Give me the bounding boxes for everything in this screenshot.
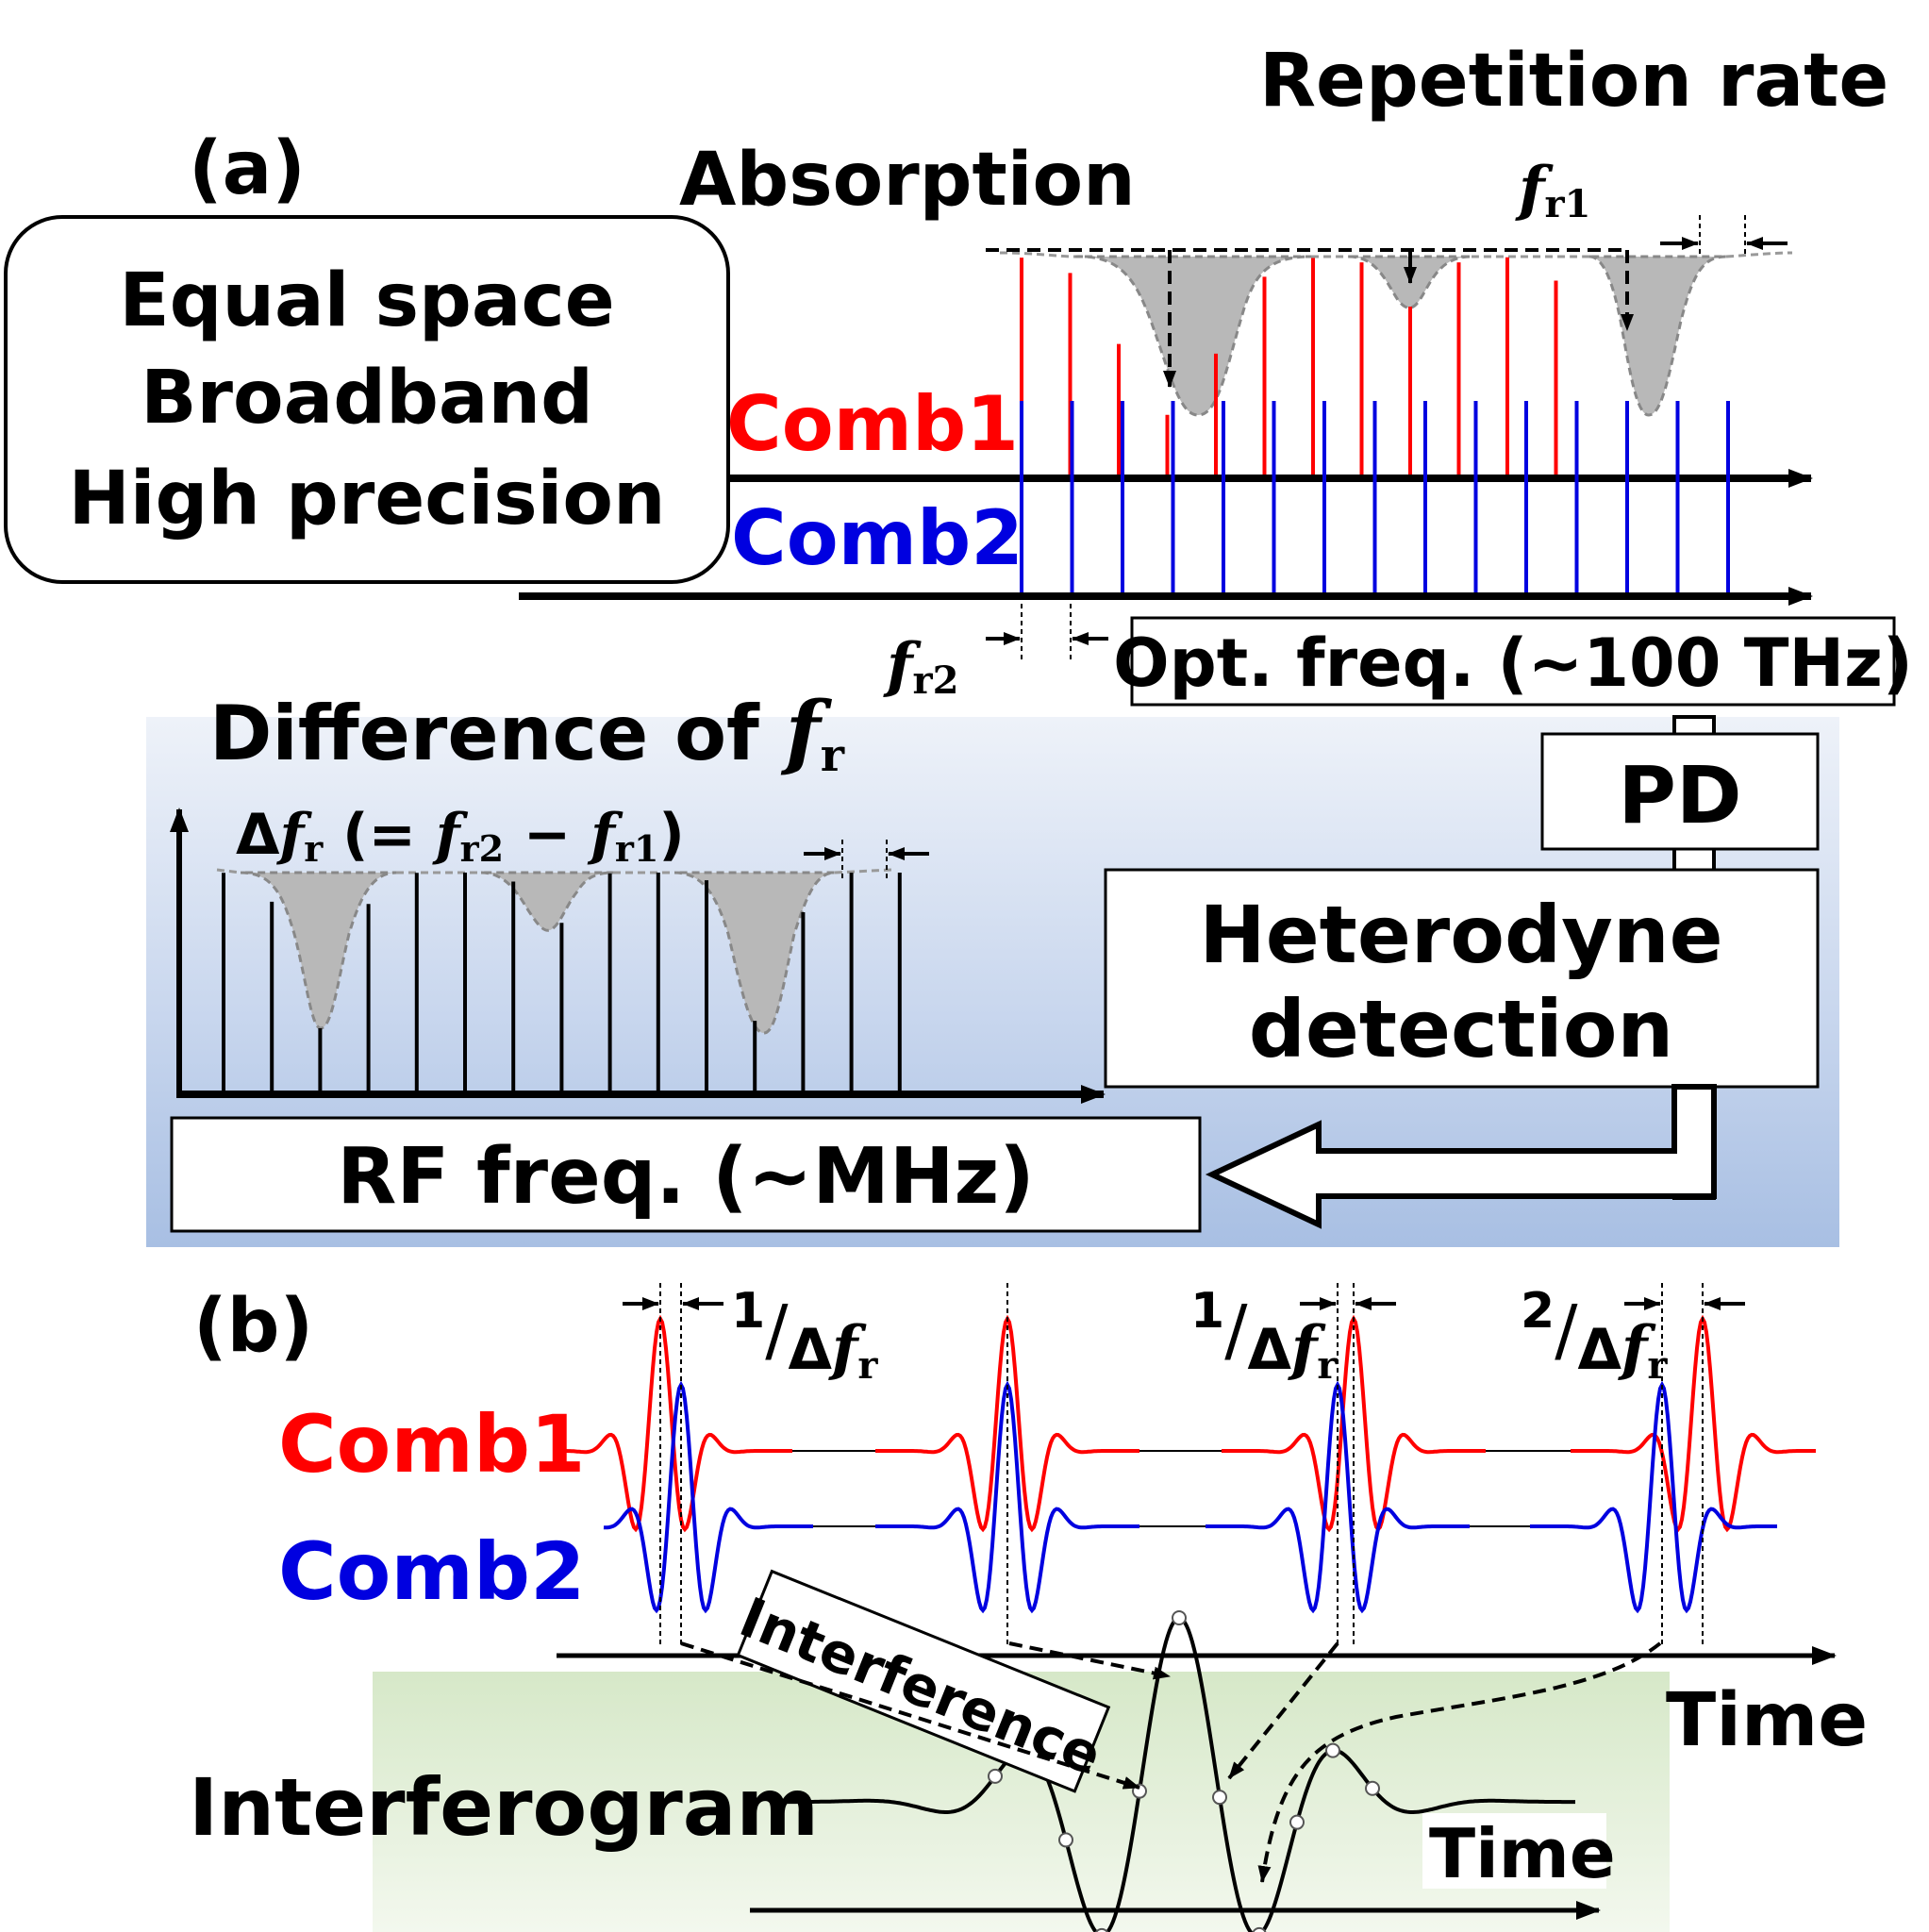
sample-arrow-1 bbox=[680, 1641, 1140, 1790]
interferogram-sample-point bbox=[1094, 1927, 1109, 1932]
time-axis-label: Time bbox=[1666, 1678, 1868, 1763]
pulse-trains bbox=[565, 1283, 1816, 1646]
rf-freq-label: RF freq. (~MHz) bbox=[337, 1132, 1034, 1222]
difference-label: Difference of fr bbox=[209, 684, 845, 782]
comb1-teeth bbox=[1020, 257, 1558, 476]
rf-output-arrow bbox=[1205, 1084, 1717, 1229]
comb2-pulse bbox=[603, 1380, 813, 1614]
feature-box bbox=[4, 215, 730, 584]
interferogram-sample-point bbox=[1212, 1790, 1227, 1806]
interference-box bbox=[736, 1569, 1111, 1793]
opt-freq-label: Opt. freq. (~100 THz) bbox=[1113, 625, 1913, 702]
interferogram-sample-point bbox=[1365, 1780, 1380, 1796]
time2-label-bg bbox=[1422, 1813, 1606, 1889]
comb2-label: Comb2 bbox=[731, 494, 1023, 582]
rf-absorption-dip-3 bbox=[673, 871, 836, 1035]
comb2-time-label: Comb2 bbox=[278, 1525, 585, 1618]
interferogram-time-label: Time bbox=[1429, 1814, 1616, 1893]
delay-label: 1/Δfr bbox=[1190, 1283, 1338, 1388]
interferogram-sample-point bbox=[988, 1768, 1003, 1784]
heterodyne-label-line1: Heterodyne bbox=[1199, 889, 1722, 981]
interferogram-sample-point bbox=[1058, 1832, 1073, 1848]
fr1-label: fr1 bbox=[1515, 154, 1590, 226]
absorption-dip-3 bbox=[1588, 255, 1727, 417]
opt-freq-box bbox=[1130, 616, 1896, 707]
rf-freq-box bbox=[170, 1116, 1202, 1233]
absorption-envelope bbox=[999, 251, 1793, 258]
comb1-pulse bbox=[565, 1314, 792, 1533]
delta-fr-label: Δfr (= fr2 − fr1) bbox=[236, 802, 685, 870]
heterodyne-label-line2: detection bbox=[1249, 983, 1673, 1075]
comb1-pulse bbox=[1571, 1314, 1816, 1533]
sample-arrow-3 bbox=[1227, 1641, 1339, 1780]
delay-label: 1/Δfr bbox=[731, 1283, 878, 1388]
panel-a-label: (a) bbox=[189, 126, 306, 211]
delay-label: 2/Δfr bbox=[1521, 1283, 1668, 1388]
panel-b-label: (b) bbox=[193, 1284, 313, 1369]
pd-label: PD bbox=[1618, 749, 1741, 841]
comb1-time-label: Comb1 bbox=[278, 1398, 585, 1491]
interferogram-sample-point bbox=[1252, 1926, 1267, 1932]
comb2-teeth bbox=[1020, 401, 1730, 594]
repetition-rate-label: Repetition rate bbox=[1259, 39, 1888, 124]
sample-arrow-2 bbox=[1008, 1641, 1171, 1680]
comb1-label: Comb1 bbox=[726, 380, 1019, 468]
fr2-label: fr2 bbox=[883, 630, 958, 703]
rf-comb-teeth bbox=[222, 873, 902, 1092]
absorption-label: Absorption bbox=[679, 138, 1136, 223]
interferogram-sample-point bbox=[1172, 1610, 1187, 1625]
interferogram-label: Interferogram bbox=[189, 1761, 819, 1854]
interferogram-sample-point bbox=[1325, 1742, 1340, 1758]
heterodyne-box bbox=[1104, 868, 1820, 1089]
feature-broadband: Broadband bbox=[141, 356, 593, 441]
rf-absorption-envelope bbox=[216, 868, 892, 874]
pd-box bbox=[1540, 732, 1820, 851]
feature-equal-space: Equal space bbox=[119, 258, 614, 343]
delay-labels: 1/Δfr 1/Δfr 2/Δfr bbox=[731, 1283, 1668, 1388]
comb2-pulse bbox=[1530, 1380, 1777, 1614]
sample-arrow-4 bbox=[1257, 1641, 1662, 1883]
interferogram-sample-point bbox=[1289, 1814, 1305, 1830]
absorption-dip-1 bbox=[1074, 255, 1312, 417]
feature-high-precision: High precision bbox=[69, 457, 666, 541]
